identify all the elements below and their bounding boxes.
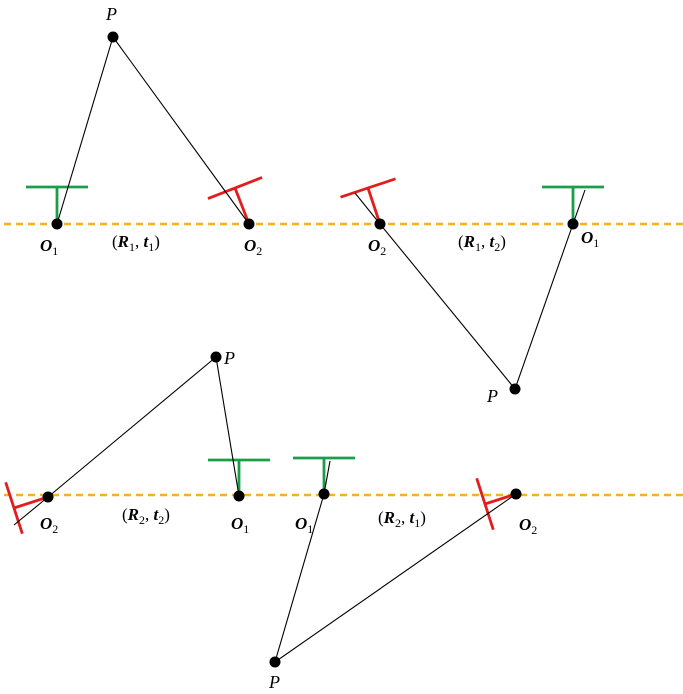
center-o1-panel-3 [233, 490, 245, 502]
ray-ext-o1-panel-2 [572, 189, 586, 225]
label-o1-panel-1: O1 [40, 236, 58, 258]
camera-o2-panel-3-stem [13, 495, 49, 510]
ray-o1-p-panel-2 [514, 223, 574, 390]
label-p-panel-1: P [105, 4, 117, 24]
camera-o1-panel-1 [26, 185, 88, 224]
camera-o2-panel-2-stem [366, 187, 382, 225]
ray-o1-p-panel-4 [274, 493, 325, 663]
center-o2-panel-4 [510, 488, 522, 500]
point-p-panel-4 [269, 656, 281, 668]
label-o2-panel-4: O2 [519, 515, 537, 537]
camera-o1-panel-3 [208, 458, 270, 496]
camera-o2-panel-4-plane [475, 477, 495, 531]
center-o1-panel-4 [318, 488, 330, 500]
camera-o2-panel-1 [207, 176, 263, 225]
label-pair-panel-4: (R2, t1) [378, 508, 426, 530]
point-p-panel-3 [210, 351, 222, 363]
ray-o1-p-panel-1 [56, 36, 114, 225]
center-o2-panel-1 [243, 218, 255, 230]
camera-o1-panel-2 [542, 185, 604, 224]
ray-o1-p-panel-3 [215, 356, 240, 497]
label-o2-panel-1: O2 [244, 236, 262, 258]
label-p-panel-2: P [486, 386, 498, 406]
label-o1-panel-4: O1 [295, 514, 313, 536]
camera-o2-panel-2-plane [340, 177, 396, 199]
ray-o2-p-panel-4 [274, 493, 517, 663]
label-o2-panel-2: O2 [368, 236, 386, 258]
label-pair-panel-2: (R1, t2) [458, 232, 506, 254]
label-pair-panel-3: (R2, t2) [122, 505, 170, 527]
camera-o2-panel-2 [340, 177, 396, 225]
ray-o2-p-panel-1 [112, 36, 250, 225]
camera-o2-panel-4 [475, 477, 517, 531]
point-p-panel-1 [107, 31, 119, 43]
ray-ext-o2-panel-3 [13, 496, 49, 526]
ray-ext-o2-panel-2 [354, 192, 381, 225]
ray-ext-o1-panel-4 [323, 460, 331, 495]
camera-o2-panel-3 [4, 481, 49, 535]
center-o1-panel-1 [51, 218, 63, 230]
label-o1-panel-2: O1 [581, 228, 599, 250]
center-o1-panel-2 [567, 218, 579, 230]
label-o1-panel-3: O1 [231, 514, 249, 536]
camera-o2-panel-3-plane [4, 481, 24, 535]
label-pair-panel-1: (R1, t1) [112, 232, 160, 254]
camera-o2-panel-1-stem [233, 187, 251, 225]
camera-o2-panel-1-plane [207, 176, 263, 200]
ray-o2-p-panel-2 [379, 223, 516, 390]
label-p-panel-3: P [223, 348, 235, 368]
label-o2-panel-3: O2 [40, 514, 58, 536]
label-p-panel-4: P [268, 672, 280, 692]
center-o2-panel-3 [42, 491, 54, 503]
center-o2-panel-2 [374, 218, 386, 230]
point-p-panel-2 [509, 383, 521, 395]
camera-o1-panel-4 [293, 456, 355, 494]
ray-o2-p-panel-3 [47, 356, 217, 498]
